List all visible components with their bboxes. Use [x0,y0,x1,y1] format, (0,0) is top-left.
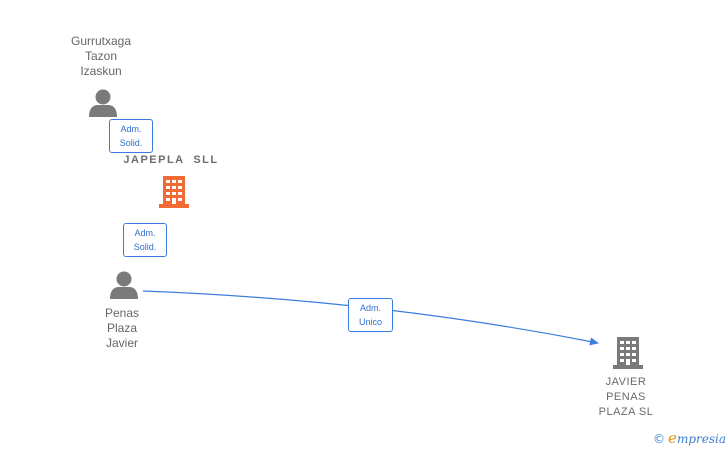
edge-badge-penas-japepla[interactable]: Adm. Solid. [123,223,167,257]
edge-badge-line: Adm. [134,228,156,238]
person-icon-penas[interactable] [110,271,138,300]
person-label-line: Gurrutxaga [70,34,132,48]
person-label-gurrutxaga[interactable]: Gurrutxaga Tazon Izaskun [56,34,146,79]
company-label-japepla[interactable]: JAPEPLA SLL [123,154,219,166]
empresia-watermark: ©empresia [653,429,726,447]
company-label-line: JAVIER [605,376,647,388]
edge-badge-line: Adm. [359,303,381,313]
person-label-line: Penas [104,306,140,320]
person-label-penas[interactable]: Penas Plaza Javier [82,306,162,351]
edge-badge-penas-javier[interactable]: Adm. Unico [348,298,393,332]
person-label-line: Plaza [106,321,138,335]
edge-badge-gurrutxaga-japepla[interactable]: Adm. Solid. [109,119,153,153]
building-icon-japepla[interactable] [159,176,189,208]
edge-badge-line: Solid. [119,138,143,148]
person-label-line: Javier [105,336,138,350]
brand-name: mpresia [676,432,726,446]
edge-badge-line: Unico [358,317,382,327]
company-label-line: PLAZA SL [598,406,654,418]
person-icon-gurrutxaga[interactable] [89,89,117,118]
company-label-line: PENAS [606,391,646,403]
person-label-line: Tazon [84,49,118,63]
person-label-line: Izaskun [80,64,122,78]
copyright-symbol: © [653,432,666,446]
edge-badge-line: Adm. [120,124,142,134]
building-icon-javier-penas[interactable] [613,337,643,369]
edge-badge-line: Solid. [133,242,157,252]
brand-initial: e [668,429,677,447]
company-label-javier-penas[interactable]: JAVIER PENAS PLAZA SL [586,375,666,420]
